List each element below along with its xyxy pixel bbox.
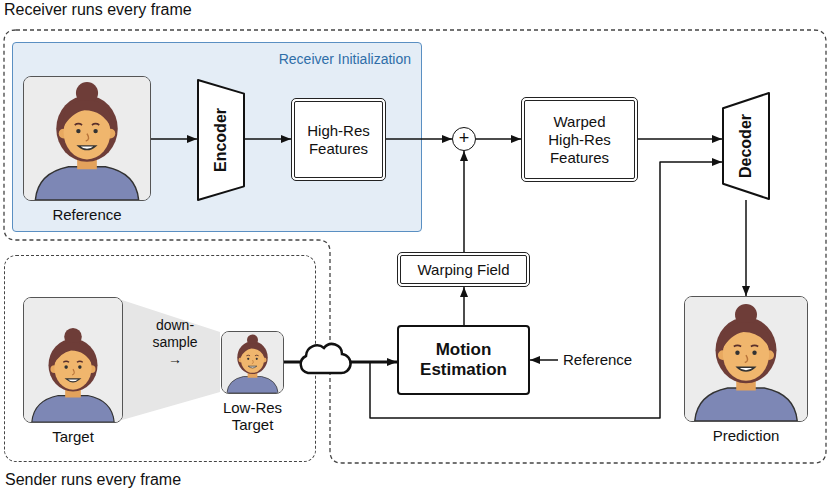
receiver-region: Receiver runs every frameReceiver Initia…: [4, 30, 826, 463]
flow-arrow: [463, 287, 465, 325]
leader-arrow: [530, 359, 558, 361]
field-box: Warping Field: [397, 252, 530, 287]
flow-arrow: [463, 151, 465, 252]
operator-symbol: +: [459, 129, 470, 147]
block-label: Decoder: [737, 114, 755, 178]
image-caption: Prediction: [713, 427, 780, 444]
region-heading: Sender runs every frame: [5, 471, 181, 489]
box-label: High-Res Features: [307, 122, 370, 158]
image-caption: Reference: [52, 206, 121, 223]
portrait-illustration: [222, 332, 283, 393]
annotation-text: down- sample →: [145, 317, 205, 367]
feature-box: High-Res Features: [291, 98, 386, 181]
prediction-image: Prediction: [684, 296, 808, 422]
box-label: Warping Field: [418, 261, 510, 279]
panel-heading: Receiver Initialization: [279, 51, 411, 67]
portrait-illustration: [24, 298, 122, 422]
flow-arrow: [745, 200, 747, 296]
flow-arrow: [386, 138, 452, 140]
low-res-image: Low-Res Target: [221, 331, 284, 394]
sender-region: Sender runs every frameTargetLow-Res Tar…: [4, 255, 316, 462]
block-label: Encoder: [212, 108, 230, 172]
target-image: Target: [23, 297, 123, 423]
portrait-illustration: [24, 77, 150, 200]
process-box: Motion Estimation: [397, 325, 530, 395]
flow-arrow: [638, 138, 722, 140]
initialization-panel: Receiver InitializationReference Encoder H…: [12, 42, 422, 232]
box-label: Warped High-Res Features: [537, 113, 622, 167]
feature-box: Warped High-Res Features: [521, 97, 638, 182]
flow-arrow: [245, 138, 291, 140]
reference-image: Reference: [23, 76, 151, 201]
add-operator: +: [452, 127, 476, 151]
image-caption: Low-Res Target: [213, 399, 293, 434]
flow-arrow: [476, 138, 521, 140]
decoder-block: Decoder: [722, 92, 770, 200]
portrait-illustration: [685, 297, 807, 421]
encoder-block: Encoder: [197, 79, 245, 201]
process-label: Motion Estimation: [407, 340, 520, 381]
region-heading: Receiver runs every frame: [4, 1, 192, 19]
projection-shade: [122, 300, 220, 420]
image-caption: Target: [52, 428, 94, 445]
input-label: Reference: [563, 351, 632, 369]
cloud-outline: [301, 344, 351, 373]
flow-arrow: [151, 138, 197, 140]
